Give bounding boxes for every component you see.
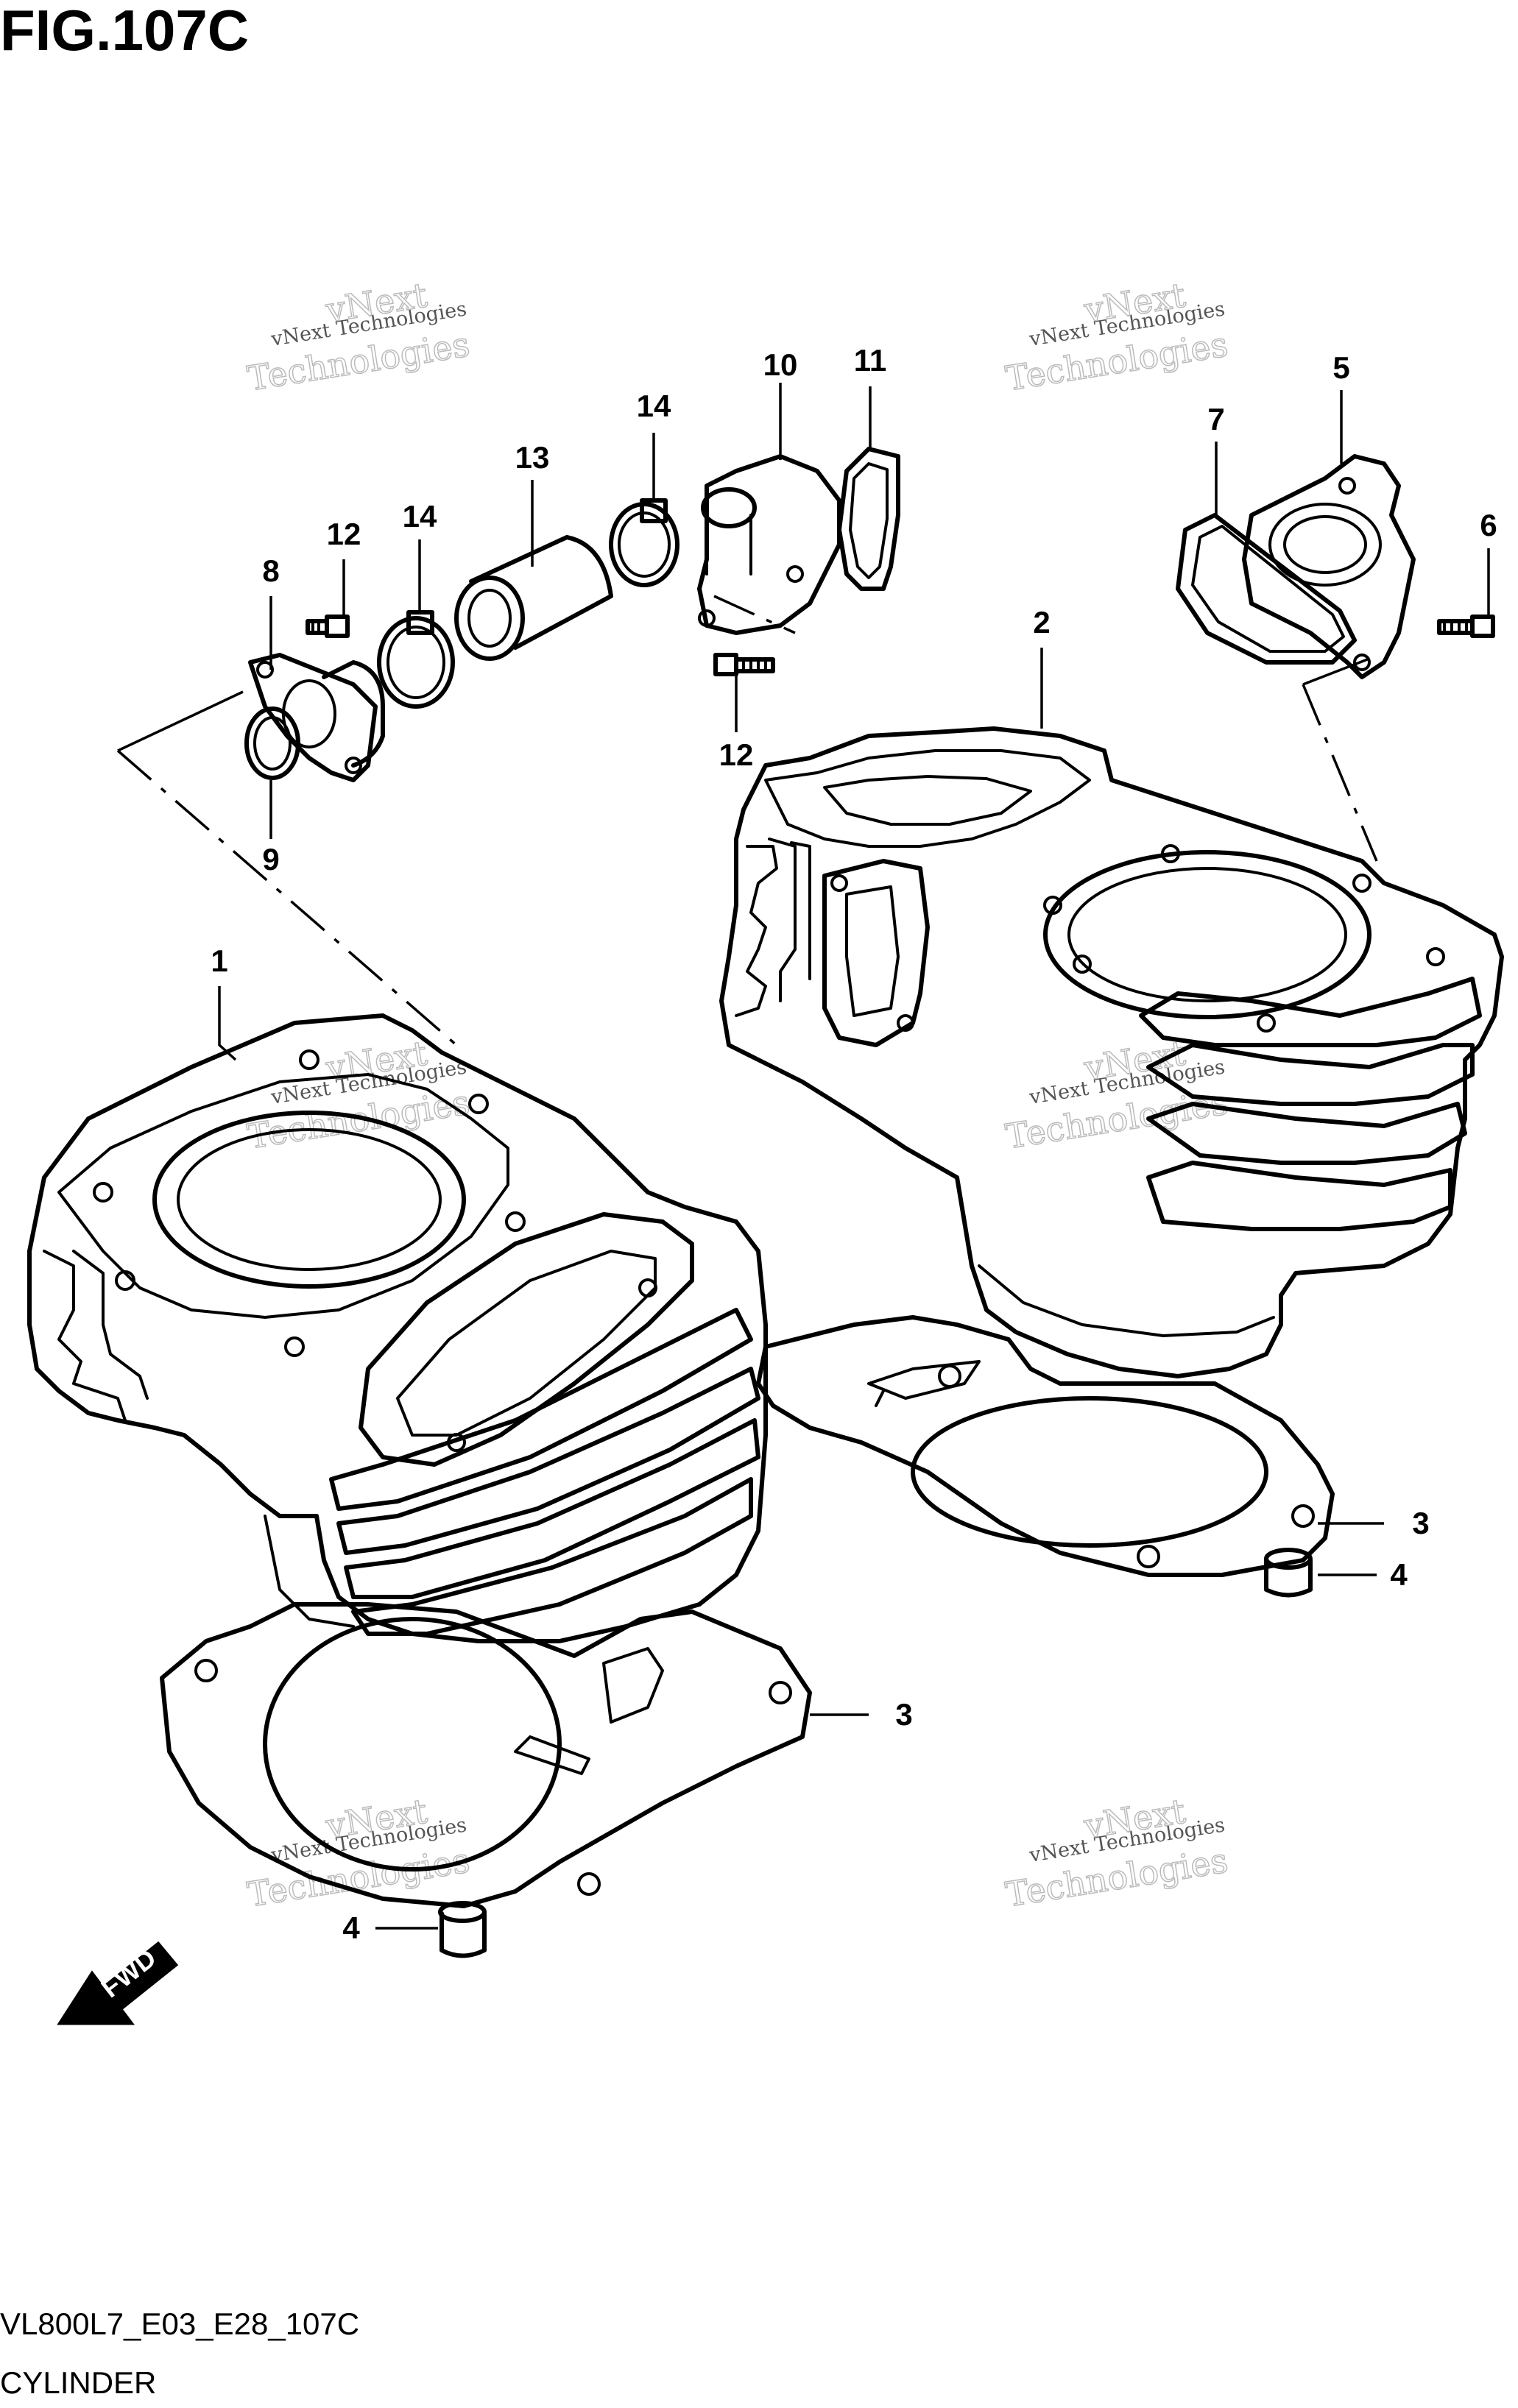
gasket-upper-right-drawing: [756, 1315, 1335, 1577]
fwd-arrow: FWD: [57, 1941, 179, 2025]
callout-11: 11: [854, 343, 886, 378]
callout-12-lower: 12: [719, 737, 754, 772]
callout-4-upper: 4: [1390, 1557, 1408, 1592]
callout-5: 5: [1332, 350, 1349, 385]
callout-10: 10: [763, 347, 798, 382]
callout-9: 9: [262, 842, 279, 877]
hose-13-drawing: [454, 535, 613, 661]
bolt-12-upper-drawing: [306, 615, 350, 638]
figure-title: FIG.107C: [0, 0, 249, 63]
assembly-guide-thermostat: [713, 595, 796, 634]
figure-caption: CYLINDER: [0, 2365, 156, 2400]
fwd-arrow-shape: [57, 1941, 179, 2025]
callout-8: 8: [262, 553, 279, 588]
callout-6: 6: [1480, 508, 1497, 542]
callout-3-upper: 3: [1412, 1506, 1429, 1540]
callout-7: 7: [1207, 402, 1224, 436]
callout-3-lower: 3: [895, 1697, 912, 1732]
bolt-6-drawing: [1437, 615, 1495, 638]
gasket-11-drawing: [837, 447, 900, 591]
watermark-bottom-left: vNext Technologies vNext Technologies: [244, 1791, 473, 1915]
o-ring-9-drawing: [244, 707, 300, 780]
clamp-14-left-drawing: [377, 610, 455, 709]
callout-14-left: 14: [403, 499, 437, 534]
leader-lines: [218, 383, 1490, 1930]
assembly-guide-rear-bracket: [1302, 657, 1370, 686]
assembly-guide-front: [116, 749, 458, 1047]
assembly-guide-front-bracket: [117, 690, 244, 752]
bolt-12-lower-drawing: [713, 653, 775, 676]
callout-1: 1: [211, 943, 227, 978]
callout-12-upper: 12: [327, 517, 361, 551]
rear-cylinder-drawing: [719, 726, 1504, 1378]
callout-13: 13: [515, 440, 550, 475]
clamp-14-right-drawing: [609, 498, 679, 587]
front-cylinder-drawing: [27, 1013, 768, 1643]
thermostat-housing-drawing: [697, 454, 841, 635]
callout-2: 2: [1033, 605, 1050, 640]
dowel-pin-lower-drawing: [438, 1901, 487, 1958]
o-ring-7-drawing: [1176, 513, 1357, 665]
watermark-mid-left: vNext Technologies vNext Technologies: [244, 1033, 473, 1157]
watermark-top-right: vNext Technologies vNext Technologies: [1003, 275, 1232, 399]
model-code: VL800L7_E03_E28_107C: [0, 2306, 359, 2341]
callout-14-right: 14: [637, 389, 671, 423]
gasket-lower-left-drawing: [160, 1602, 812, 1908]
watermark-bottom-right: vNext Technologies vNext Technologies: [1003, 1791, 1232, 1915]
rear-intake-pipe-drawing: [1242, 454, 1416, 679]
assembly-guide-rear: [1302, 684, 1378, 862]
callout-4-lower: 4: [342, 1911, 360, 1945]
dowel-pin-upper-drawing: [1264, 1548, 1313, 1598]
watermark-top-left: vNext Technologies vNext Technologies: [244, 275, 473, 399]
